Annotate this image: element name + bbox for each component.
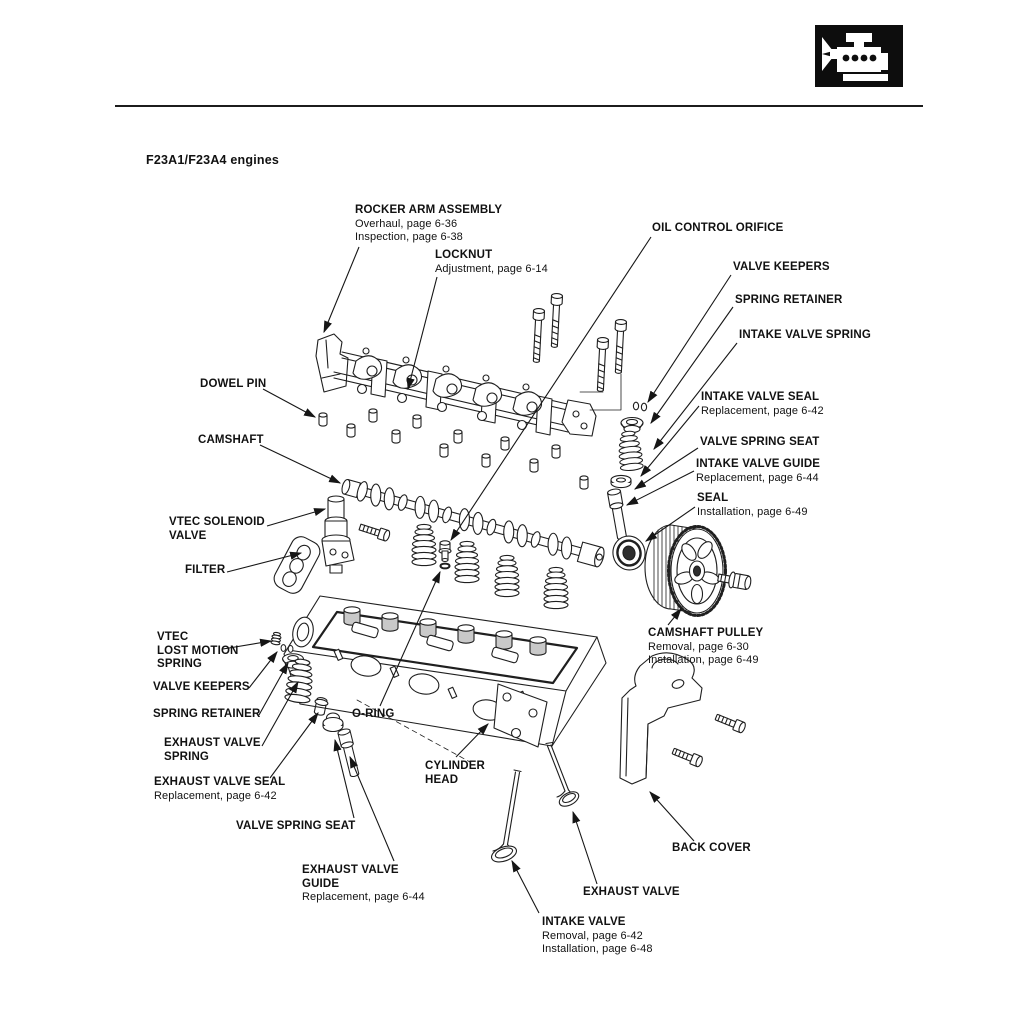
o-ring-drawing xyxy=(439,562,451,570)
callout-page-ref: Installation, page 6-49 xyxy=(697,505,808,518)
callout-title-line: INTAKE VALVE SEAL xyxy=(701,391,820,403)
callout-page-ref: Replacement, page 6-42 xyxy=(154,789,277,802)
callout-valve-keepers-upper: VALVE KEEPERS xyxy=(733,261,830,275)
callout-title-line: GUIDE xyxy=(302,877,340,890)
callout-title-line: VTEC xyxy=(157,631,189,643)
callout-dowel-pin: DOWEL PIN xyxy=(200,378,266,392)
callout-title-line: BACK COVER xyxy=(672,842,751,854)
callout-title-line: INTAKE VALVE xyxy=(542,916,626,928)
callout-title-line: EXHAUST VALVE xyxy=(164,737,261,749)
callout-spring-retainer-lower: SPRING RETAINER xyxy=(153,708,260,722)
callout-title-line: SPRING RETAINER xyxy=(735,294,843,306)
callout-title-line: SPRING xyxy=(164,750,209,763)
solenoid-bolt xyxy=(358,523,391,542)
callout-title-line: CAMSHAFT PULLEY xyxy=(648,627,764,639)
callout-title-line: EXHAUST VALVE SEAL xyxy=(154,776,286,788)
oil-control-orifice-drawing xyxy=(438,540,452,563)
page-title: F23A1/F23A4 engines xyxy=(146,153,280,167)
vtec-solenoid-valve-drawing xyxy=(321,495,355,574)
leader-lines xyxy=(222,236,738,914)
exhaust-valve-train-parts xyxy=(270,631,362,779)
filter-drawing xyxy=(273,536,321,594)
engine-icon-glyph xyxy=(822,33,888,81)
callout-title-line: SPRING RETAINER xyxy=(153,708,261,720)
callout-camshaft: CAMSHAFT xyxy=(198,434,264,448)
callout-title-line: SEAL xyxy=(697,492,729,504)
callout-title-line: VALVE SPRING SEAT xyxy=(700,436,820,448)
callout-page-ref: Replacement, page 6-44 xyxy=(696,471,819,484)
callout-title-line: VALVE KEEPERS xyxy=(733,261,830,273)
callout-page-ref: Replacement, page 6-42 xyxy=(701,404,824,417)
callout-title-line: OIL CONTROL ORIFICE xyxy=(652,222,784,234)
callout-title-line: VALVE KEEPERS xyxy=(153,681,250,693)
rocker-shaft-bolts xyxy=(530,292,628,411)
callout-back-cover: BACK COVER xyxy=(672,842,751,856)
callout-title-line: ROCKER ARM ASSEMBLY xyxy=(355,204,503,216)
callout-intake-valve-spring: INTAKE VALVE SPRING xyxy=(739,329,871,343)
callout-filter: FILTER xyxy=(185,564,225,578)
callout-page-ref: Overhaul, page 6-36 xyxy=(355,217,458,230)
pulley-bolt xyxy=(717,571,752,591)
callout-title-line: VALVE SPRING SEAT xyxy=(236,820,356,832)
callout-page-ref: Adjustment, page 6-14 xyxy=(435,262,548,275)
exhaust-valve-drawing xyxy=(545,741,580,807)
callout-page-ref: Removal, page 6-30 xyxy=(648,640,749,653)
callout-oil-control-orifice: OIL CONTROL ORIFICE xyxy=(652,222,783,236)
callout-valve-spring-seat-lower: VALVE SPRING SEAT xyxy=(236,820,355,834)
intake-valve-drawing xyxy=(491,769,522,863)
camshaft-drawing xyxy=(341,478,605,568)
header-rule xyxy=(115,105,923,107)
callout-title-line: CAMSHAFT xyxy=(198,434,264,446)
callout-page-ref: Replacement, page 6-44 xyxy=(302,891,425,903)
camshaft-pulley-drawing xyxy=(644,524,727,617)
callout-title-line: LOST MOTION xyxy=(157,644,239,657)
callout-title-line: INTAKE VALVE SPRING xyxy=(739,329,871,341)
callout-exhaust-valve: EXHAUST VALVE xyxy=(583,886,680,900)
callout-title-line: LOCKNUT xyxy=(435,249,493,261)
rocker-arm-assembly-drawing xyxy=(315,333,597,437)
callout-title-line: EXHAUST VALVE xyxy=(302,864,399,876)
callout-title-line: FILTER xyxy=(185,564,226,576)
callout-title-line: VALVE xyxy=(169,529,207,542)
callout-title-line: INTAKE VALVE GUIDE xyxy=(696,458,821,470)
engine-icon xyxy=(815,25,903,87)
callout-title-line: CYLINDER xyxy=(425,760,485,772)
callout-page-ref: Removal, page 6-42 xyxy=(542,929,643,942)
callout-title-line: O-RING xyxy=(352,708,395,720)
callout-spring-retainer-upper: SPRING RETAINER xyxy=(735,294,842,308)
callout-title-line: HEAD xyxy=(425,773,459,786)
callout-page-ref: Installation, page 6-48 xyxy=(542,943,653,955)
callout-title-line: DOWEL PIN xyxy=(200,378,267,390)
seal-drawing xyxy=(612,535,646,571)
back-cover-drawing xyxy=(619,652,748,785)
callout-valve-keepers-lower: VALVE KEEPERS xyxy=(153,681,250,695)
callout-page-ref: Installation, page 6-49 xyxy=(648,654,759,666)
callout-title-line: EXHAUST VALVE xyxy=(583,886,680,898)
callout-valve-spring-seat-upper: VALVE SPRING SEAT xyxy=(700,436,819,450)
callout-page-ref: Inspection, page 6-38 xyxy=(355,231,463,243)
callout-title-line: SPRING xyxy=(157,658,202,670)
cylinder-head-drawing xyxy=(283,595,607,763)
callout-title-line: VTEC SOLENOID xyxy=(169,516,265,528)
callout-o-ring: O-RING xyxy=(352,708,394,722)
